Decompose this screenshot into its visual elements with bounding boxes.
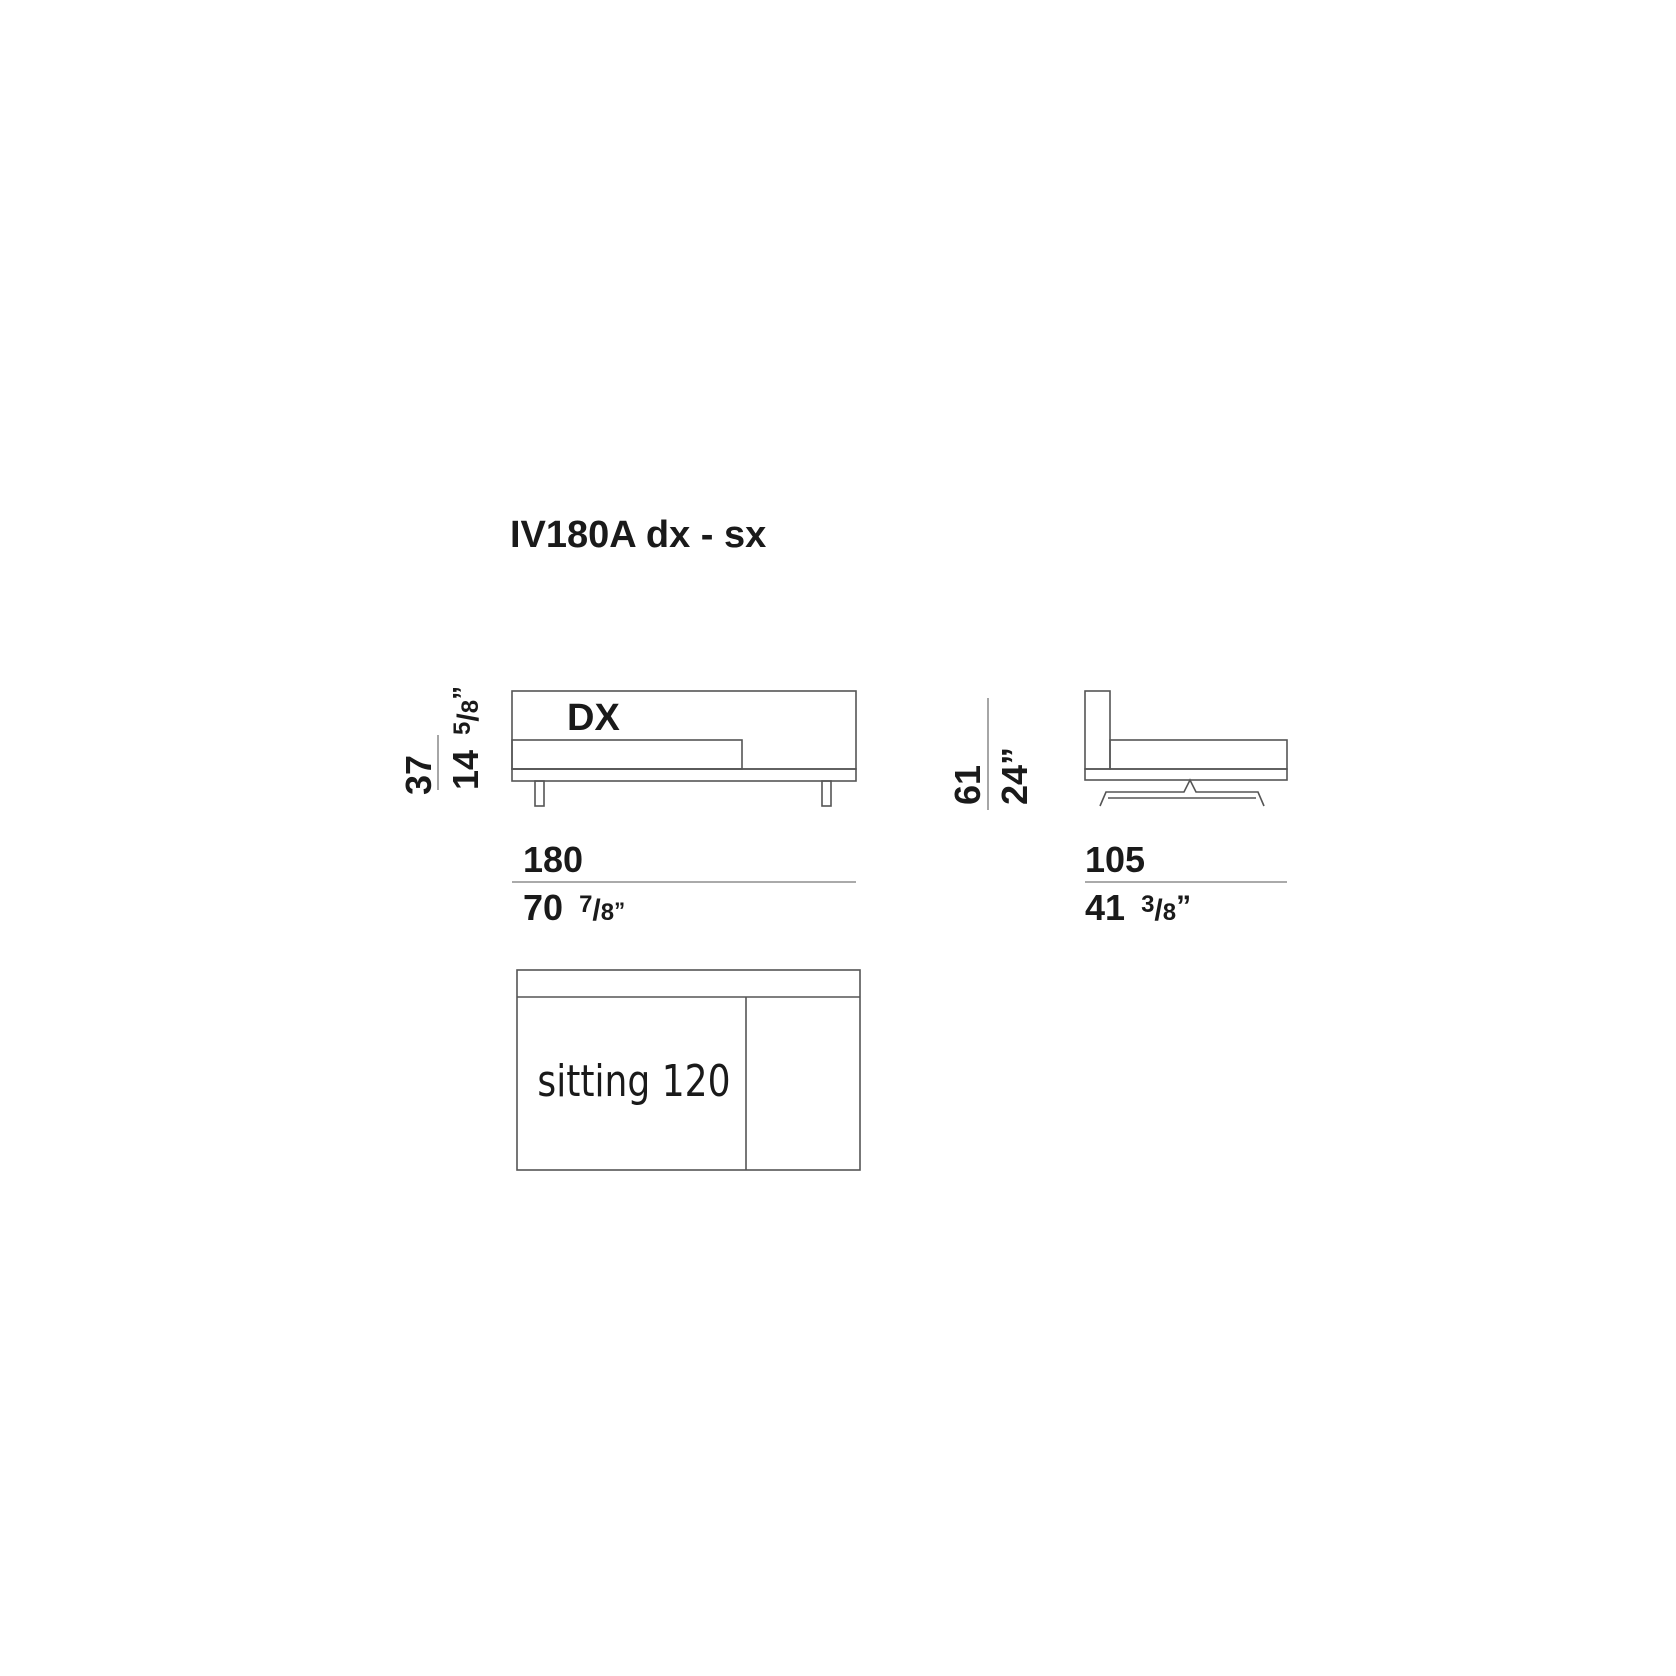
front-height-in-den: 8: [457, 700, 484, 713]
side-depth-in-num: 3: [1141, 891, 1154, 918]
front-width-inches: 70 7/8”: [523, 887, 625, 928]
side-backrest: [1084, 690, 1111, 770]
front-width-dimension: 180 70 7/8”: [512, 839, 856, 928]
front-height-in-slash: /: [452, 713, 485, 722]
front-height-in-whole: 14: [445, 750, 486, 790]
side-seat: [1109, 739, 1288, 770]
side-depth-in-den: 8: [1163, 899, 1176, 926]
side-depth-in-whole: 41: [1085, 887, 1125, 928]
side-height-inches: 24”: [994, 747, 1035, 805]
front-base: [511, 768, 857, 782]
side-depth-inches: 41 3/8”: [1085, 887, 1191, 928]
side-height-dimension: 61 24”: [947, 698, 1035, 810]
side-depth-dimension: 105 41 3/8”: [1085, 839, 1287, 928]
plan-view: sitting 120: [516, 969, 861, 1171]
front-seat-cushion: [511, 739, 743, 770]
front-width-in-den: 8: [601, 899, 614, 926]
plan-seat-label: sitting 120: [537, 1057, 730, 1107]
front-backrest-outline: [511, 690, 857, 770]
front-view: DX: [511, 690, 857, 807]
front-height-in-mark: ”: [447, 686, 478, 700]
front-width-in-whole: 70: [523, 887, 563, 928]
side-depth-in-slash: /: [1154, 894, 1163, 927]
side-view: [1084, 690, 1288, 807]
front-width-in-num: 7: [579, 891, 592, 918]
front-width-cm: 180: [523, 839, 583, 880]
side-depth-cm: 105: [1085, 839, 1145, 880]
front-leg-left: [534, 780, 545, 807]
front-width-in-slash: /: [592, 894, 601, 927]
side-leg-frame: [1099, 778, 1265, 807]
front-height-cm: 37: [398, 755, 439, 795]
front-height-inches: 14 5/8”: [445, 686, 486, 790]
side-base: [1084, 768, 1288, 781]
front-height-dimension: 37 14 5/8”: [398, 686, 486, 795]
front-view-label: DX: [567, 697, 620, 739]
front-height-in-num: 5: [449, 722, 476, 735]
side-depth-in-mark: ”: [1176, 890, 1191, 923]
side-height-cm: 61: [947, 765, 988, 805]
plan-outline: [516, 969, 861, 1171]
product-title: IV180A dx - sx: [510, 514, 766, 556]
front-leg-right: [821, 780, 832, 807]
front-width-in-mark: ”: [614, 898, 625, 923]
